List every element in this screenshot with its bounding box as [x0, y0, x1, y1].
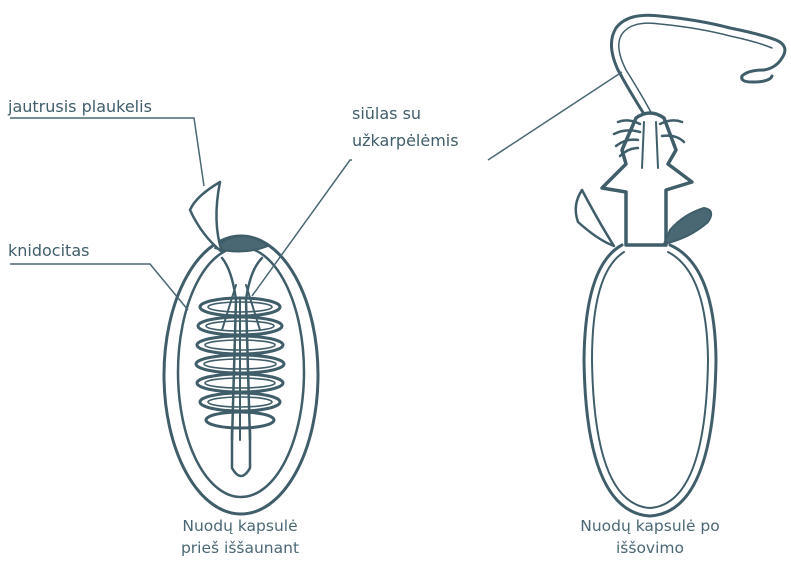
- label-sensory-hair: jautrusis plaukelis: [8, 96, 152, 118]
- label-thread-line2: užkarpėlėmis: [352, 130, 459, 152]
- caption-before-line2: prieš iššaunant: [140, 538, 340, 559]
- label-thread-line1: siūlas su: [352, 103, 421, 125]
- label-cnidocyte: knidocitas: [8, 240, 89, 262]
- leader-thread-left: [252, 160, 352, 296]
- leader-cnidocyte: [10, 264, 188, 310]
- long-thread-inner: [619, 23, 772, 114]
- thread-inner-lines: [222, 285, 260, 440]
- caption-after-line1: Nuodų kapsulė po: [550, 516, 750, 537]
- leader-hair: [10, 118, 204, 186]
- capsule-after-firing: [576, 15, 785, 516]
- caption-before-line1: Nuodų kapsulė: [140, 516, 340, 537]
- opened-cap: [664, 208, 711, 244]
- caption-after-line2: iššovimo: [550, 538, 750, 559]
- sensory-hair-fired: [576, 190, 614, 246]
- sensory-hair: [190, 182, 222, 252]
- long-thread: [611, 15, 784, 114]
- capsule-before-firing: [164, 182, 318, 514]
- leader-thread-right: [488, 72, 622, 160]
- fired-capsule-inner: [592, 252, 708, 508]
